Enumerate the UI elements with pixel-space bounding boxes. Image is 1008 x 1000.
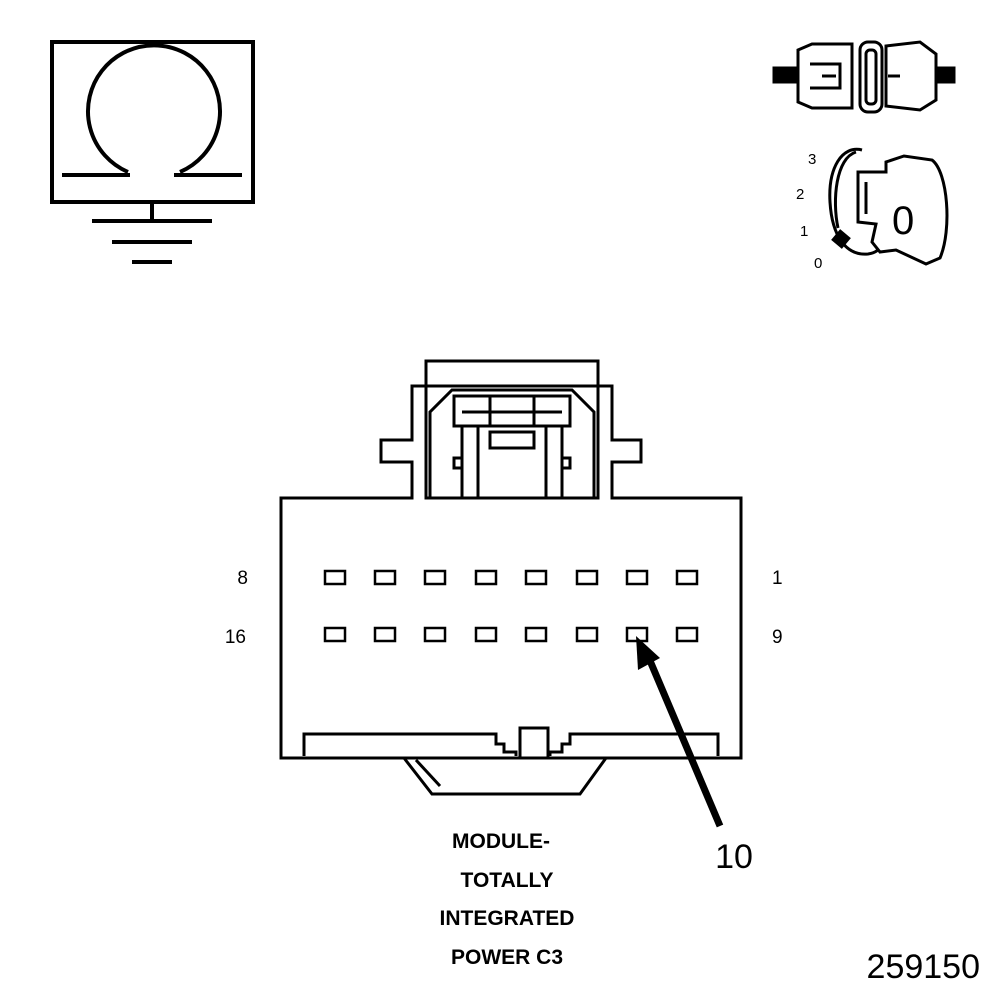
ignition-position-0: 0 xyxy=(814,255,822,272)
connector-housing xyxy=(279,359,743,796)
ignition-position-1: 1 xyxy=(800,223,808,240)
cavity-5 xyxy=(474,569,498,586)
connector-caption: MODULE- TOTALLY INTEGRATED POWER C3 xyxy=(440,830,575,969)
cavity-7 xyxy=(373,569,397,586)
ignition-position-3: 3 xyxy=(808,151,816,168)
caption-line-2: TOTALLY xyxy=(461,869,554,892)
cavity-11 xyxy=(575,626,599,643)
cavity-1 xyxy=(675,569,699,586)
pin-label-8: 8 xyxy=(237,568,248,589)
terminal-cavities xyxy=(323,569,699,643)
caption-line-3: INTEGRATED xyxy=(440,907,575,930)
cavity-12 xyxy=(524,626,548,643)
ignition-indicator xyxy=(831,229,851,249)
ignition-position-2: 2 xyxy=(796,186,804,203)
cavity-13 xyxy=(474,626,498,643)
pin-label-9: 9 xyxy=(772,627,783,648)
figure-number: 259150 xyxy=(867,948,980,986)
pin-label-1: 1 xyxy=(772,568,783,589)
cavity-6 xyxy=(423,569,447,586)
callout-label: 10 xyxy=(715,838,753,876)
ignition-switch-icon: 3 2 1 0 0 xyxy=(796,147,949,272)
pin-label-16: 16 xyxy=(225,627,246,648)
resistance-ground-icon xyxy=(50,40,255,264)
cavity-8 xyxy=(323,569,347,586)
caption-line-1: MODULE- xyxy=(452,830,550,853)
cavity-9 xyxy=(675,626,699,643)
connector-disconnect-icon xyxy=(772,40,956,114)
callout-arrow xyxy=(636,636,724,828)
key-label: 0 xyxy=(892,199,914,243)
cavity-14 xyxy=(423,626,447,643)
cavity-2 xyxy=(625,569,649,586)
cavity-16 xyxy=(323,626,347,643)
cavity-3 xyxy=(575,569,599,586)
cavity-15 xyxy=(373,626,397,643)
caption-line-4: POWER C3 xyxy=(451,946,563,969)
cavity-4 xyxy=(524,569,548,586)
